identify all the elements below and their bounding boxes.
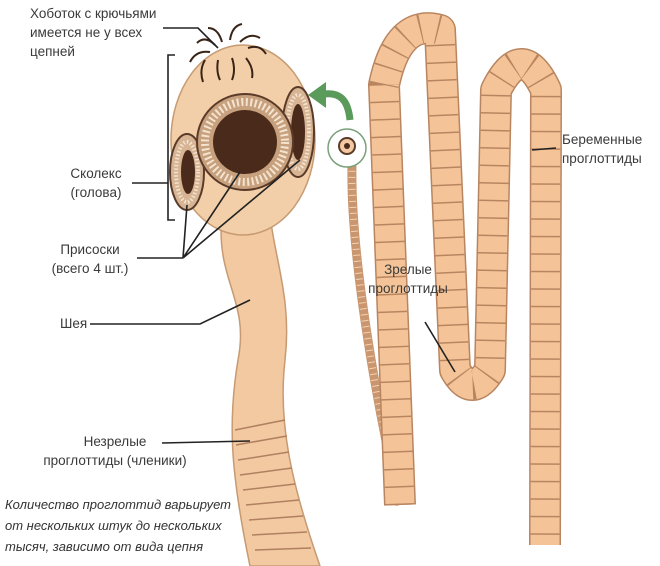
label-gravid-proglottids: Беременные проглоттиды — [562, 130, 642, 168]
label-gravid-line2: проглоттиды — [562, 151, 642, 166]
note-proglottid-count: Количество проглоттид варьирует от неско… — [5, 494, 231, 557]
note-line1: Количество проглоттид варьирует — [5, 497, 232, 512]
scolex — [169, 23, 316, 236]
label-proboscis-line1: Хоботок с крючьями — [30, 6, 157, 21]
label-gravid-line1: Беременные — [562, 132, 643, 147]
label-proboscis-line2: имеется не у всех — [30, 25, 143, 40]
zoom-arrow-icon — [308, 82, 354, 121]
label-neck: Шея — [60, 316, 88, 331]
note-line2: от нескольких штук до нескольких — [5, 518, 222, 533]
label-immature-proglottids: Незрелые проглоттиды (членики) — [40, 432, 190, 470]
label-immature-line1: Незрелые — [83, 434, 147, 449]
hooks — [189, 23, 267, 83]
label-mature-line2: проглоттиды — [368, 281, 448, 296]
label-scolex: Сколекс (голова) — [58, 164, 134, 202]
note-line3: тысяч, зависимо от вида цепня — [5, 539, 204, 554]
label-proboscis: Хоботок с крючьями имеется не у всех цеп… — [30, 4, 156, 61]
label-suckers: Присоски (всего 4 шт.) — [40, 240, 140, 278]
label-suckers-line1: Присоски — [60, 242, 120, 257]
label-mature-proglottids: Зрелые проглоттиды — [368, 260, 448, 298]
label-proboscis-line3: цепней — [30, 44, 75, 59]
mature-and-gravid-proglottids — [347, 12, 562, 546]
scolex-miniature — [327, 128, 367, 168]
leader-lines — [90, 27, 557, 444]
neck-and-body — [220, 214, 321, 566]
label-immature-line2: проглоттиды (членики) — [43, 453, 187, 468]
label-suckers-line2: (всего 4 шт.) — [51, 261, 129, 276]
label-scolex-line1: Сколекс — [70, 166, 122, 181]
label-scolex-line2: (голова) — [70, 185, 122, 200]
sucker-front — [196, 93, 294, 191]
label-mature-line1: Зрелые — [384, 262, 432, 277]
